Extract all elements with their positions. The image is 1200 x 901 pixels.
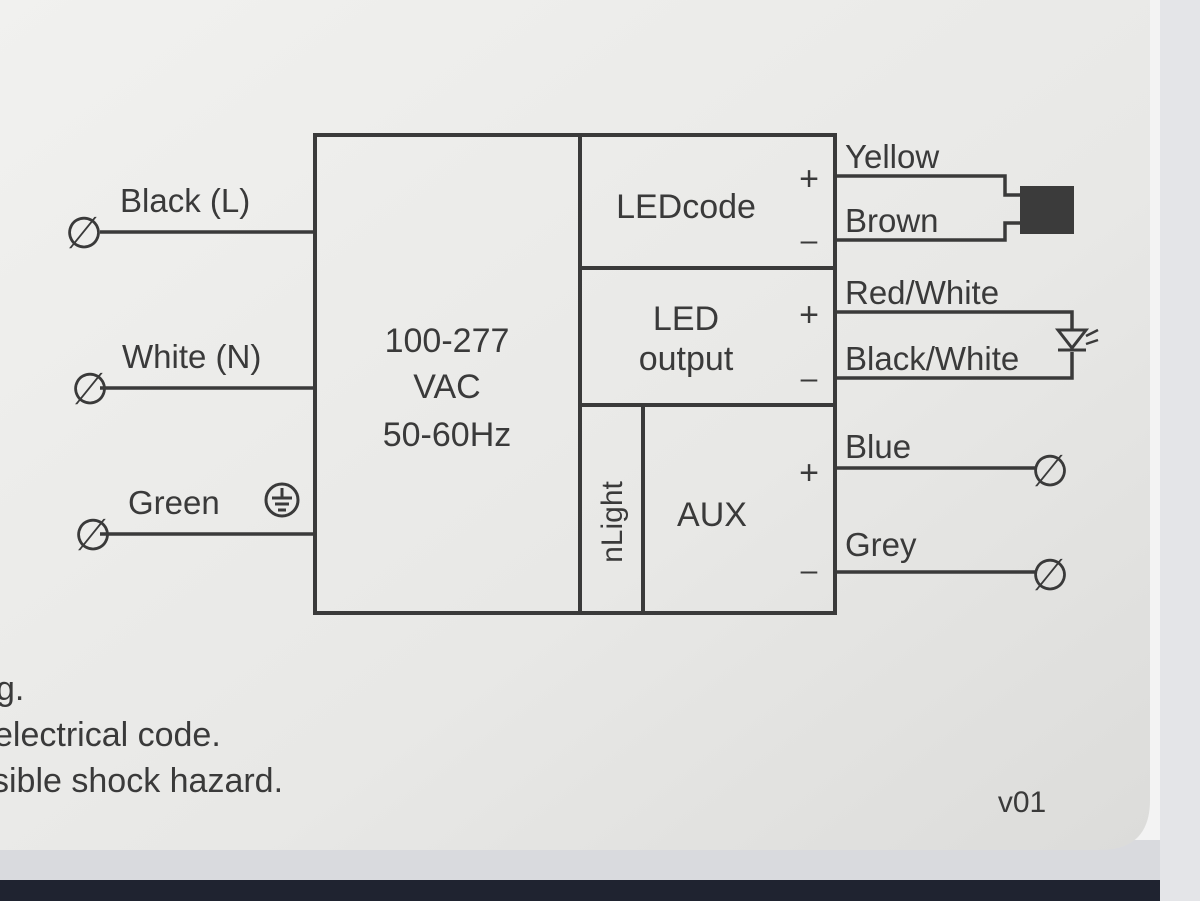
note-line-2: electrical code. xyxy=(0,716,221,754)
led-output-minus: – xyxy=(801,362,818,395)
note-line-3: sible shock hazard. xyxy=(0,762,283,800)
version-label: v01 xyxy=(998,786,1046,819)
driver-voltage: 100-277 xyxy=(385,322,510,360)
aux-plus: + xyxy=(799,454,819,492)
wire-yellow xyxy=(835,174,1020,197)
label-sticker xyxy=(0,0,1150,850)
ground-icon xyxy=(264,482,300,518)
nlight-label: nLight xyxy=(596,480,629,562)
wire-red-white xyxy=(835,310,1074,330)
wire-brown xyxy=(835,221,1020,242)
label-brown: Brown xyxy=(845,202,939,239)
label-grey: Grey xyxy=(845,526,917,563)
label-black-white: Black/White xyxy=(845,340,1019,377)
ledcode-label: LEDcode xyxy=(616,188,756,226)
aux-label: AUX xyxy=(677,496,747,534)
led-output-plus: + xyxy=(799,296,819,334)
label-white-n: White (N) xyxy=(122,338,261,375)
label-black-l: Black (L) xyxy=(120,182,250,219)
housing-shadow xyxy=(0,880,1200,901)
terminal-white-icon: ∅ xyxy=(71,365,109,414)
wire-black-white xyxy=(835,352,1074,380)
terminal-grey-icon: ∅ xyxy=(1031,551,1069,600)
aux-minus: – xyxy=(801,554,818,587)
led-diode-icon xyxy=(1054,328,1099,352)
ledcode-minus: – xyxy=(801,224,818,257)
led-output-label-2: output xyxy=(639,340,734,378)
led-output-label-1: LED xyxy=(653,300,719,338)
output-column xyxy=(578,133,837,615)
label-blue: Blue xyxy=(845,428,911,465)
ledcode-connector-icon xyxy=(1020,186,1074,234)
terminal-black-icon: ∅ xyxy=(65,209,103,258)
driver-unit: VAC xyxy=(413,368,480,406)
label-red-white: Red/White xyxy=(845,274,999,311)
ledcode-plus: + xyxy=(799,160,819,198)
driver-frequency: 50-60Hz xyxy=(383,416,512,454)
terminal-green-icon: ∅ xyxy=(74,511,112,560)
label-yellow: Yellow xyxy=(845,138,939,175)
terminal-blue-icon: ∅ xyxy=(1031,447,1069,496)
note-line-1: g. xyxy=(0,670,24,708)
bracket-right-edge xyxy=(1160,0,1200,901)
label-green: Green xyxy=(128,484,220,521)
